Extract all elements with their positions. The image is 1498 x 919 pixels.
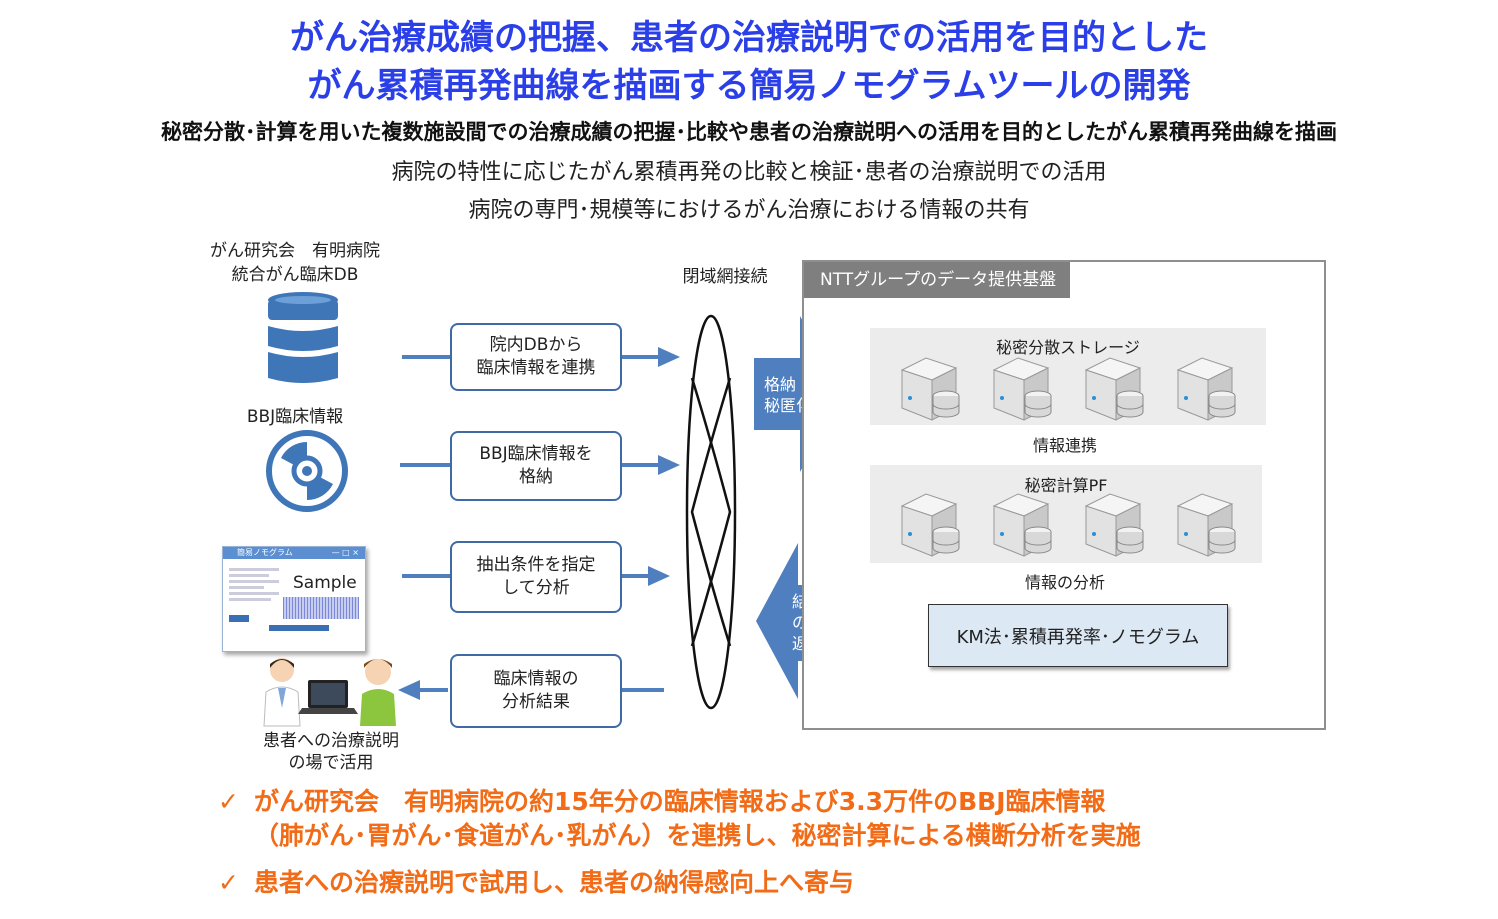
store-line-2: 秘匿化 <box>763 396 812 415</box>
flow-box-4-line-2: 分析結果 <box>502 692 570 712</box>
check-icon: ✓ <box>218 868 239 897</box>
storage-title: 秘密分散ストレージ <box>996 338 1140 357</box>
doctor-patient-icon <box>263 658 396 727</box>
server-icon <box>1177 357 1236 421</box>
bullet-1-line-2: （肺がん･胃がん･食道がん･乳がん）を連携し、秘密計算による横断分析を実施 <box>254 821 1141 850</box>
server-icon <box>1085 493 1144 557</box>
network-label: 閉域網接続 <box>682 267 768 287</box>
flow-box-3-line-1: 抽出条件を指定 <box>476 555 596 575</box>
window-title: 簡易ノモグラム <box>237 548 293 557</box>
flow-box-1-line-2: 臨床情報を連携 <box>476 358 596 378</box>
analysis-label: 情報の分析 <box>1024 573 1105 592</box>
sample-text: Sample <box>293 573 357 593</box>
server-icon <box>1177 493 1236 557</box>
db-label-2: 統合がん臨床DB <box>231 265 359 285</box>
flow-box-db-link: 院内DBから臨床情報を連携 <box>450 323 622 391</box>
database-icon <box>268 292 338 383</box>
window-controls-icon: — □ × <box>331 548 359 557</box>
flow-box-4-line-1: 臨床情報の <box>493 669 579 689</box>
link-label: 情報連携 <box>1032 436 1097 455</box>
server-icon <box>901 357 960 421</box>
bullet-1-line-1: がん研究会 有明病院の約15年分の臨床情報および3.3万件のBBJ臨床情報 <box>254 787 1106 816</box>
store-chevron-text: 格納・ 秘匿化 <box>752 374 824 416</box>
compute-title: 秘密計算PF <box>1024 476 1108 495</box>
title-line-2: がん累積再発曲線を描画する簡易ノモグラムツールの開発 <box>307 66 1191 106</box>
result-bar <box>269 625 329 631</box>
flow-box-1-line-1: 院内DBから <box>489 335 583 355</box>
flow-box-results: 臨床情報の分析結果 <box>450 654 622 728</box>
bbj-label: BBJ臨床情報 <box>246 407 344 427</box>
chart-thumbnail <box>283 597 359 619</box>
subtitle-line-1: 病院の特性に応じたがん累積再発の比較と検証･患者の治療説明での活用 <box>391 160 1107 185</box>
people-label-1: 患者への治療説明 <box>263 731 399 751</box>
title-line-1: がん治療成績の把握、患者の治療説明での活用を目的とした <box>290 18 1208 58</box>
check-icon: ✓ <box>218 787 239 816</box>
subtitle-bold: 秘密分散･計算を用いた複数施設間での治療成績の把握･比較や患者の治療説明への活用… <box>161 120 1337 144</box>
nomogram-window: 簡易ノモグラム — □ × Sample <box>222 546 366 652</box>
server-icon <box>1085 357 1144 421</box>
form-panel <box>229 565 279 639</box>
flow-box-2-line-1: BBJ臨床情報を <box>479 444 593 464</box>
network-ellipse <box>685 314 737 710</box>
platform-tab: NTTグループのデータ提供基盤 <box>804 262 1070 298</box>
server-icon <box>901 493 960 557</box>
flow-box-3-line-2: して分析 <box>502 578 570 598</box>
result-box: KM法･累積再発率･ノモグラム <box>928 604 1228 667</box>
subtitle-line-2: 病院の専門･規模等におけるがん治療における情報の共有 <box>468 198 1030 223</box>
bullet-2: 患者への治療説明で試用し、患者の納得感向上へ寄与 <box>254 868 855 897</box>
server-icon <box>993 357 1052 421</box>
flow-box-extract: 抽出条件を指定して分析 <box>450 541 622 613</box>
cd-disc-icon <box>266 430 348 512</box>
server-icon <box>993 493 1052 557</box>
flow-box-bbj-store: BBJ臨床情報を格納 <box>450 431 622 501</box>
flow-box-2-line-2: 格納 <box>519 467 553 487</box>
db-label-1: がん研究会 有明病院 <box>210 241 380 261</box>
people-label-2: の場で活用 <box>288 753 374 773</box>
store-line-1: 格納・ <box>763 375 812 394</box>
